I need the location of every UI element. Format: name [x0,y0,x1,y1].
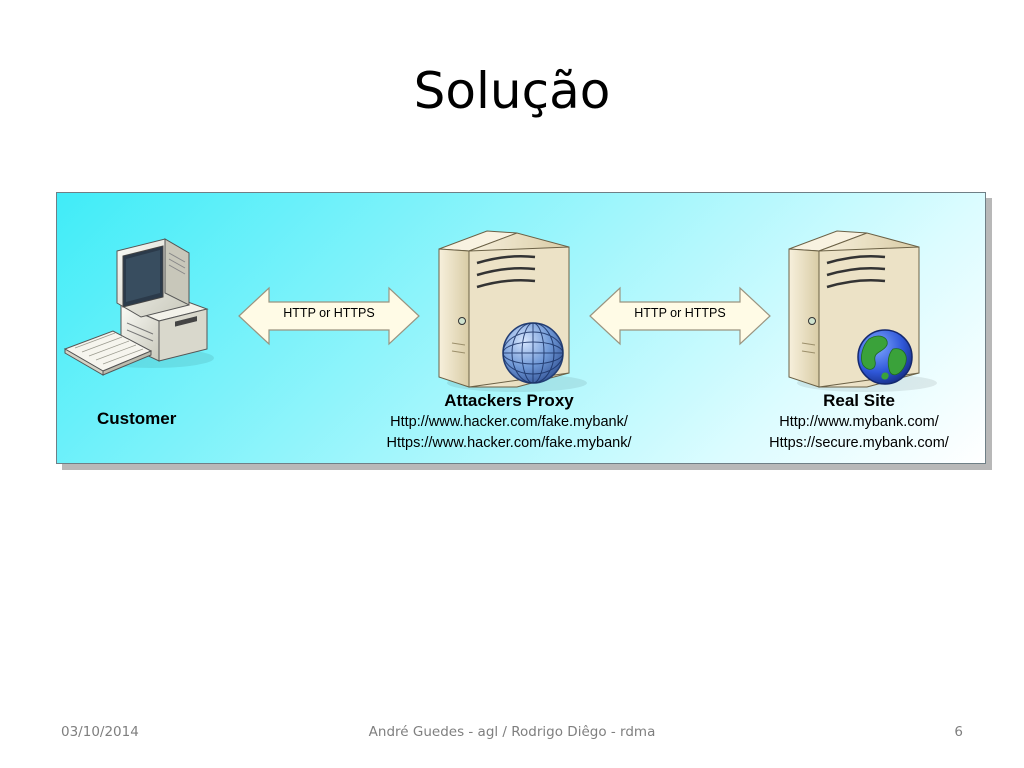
desktop-computer-icon [63,238,214,376]
proxy-https-url: Https://www.hacker.com/fake.mybank/ [386,435,632,451]
diagram-canvas [63,230,937,392]
arrow-1-label: HTTP or HTTPS [283,306,375,320]
server-with-earth-globe-icon [788,230,937,392]
arrow-2-label: HTTP or HTTPS [634,306,726,320]
footer-date: 03/10/2014 [61,724,139,740]
diagram-panel: Customer HTTP or HTTPS HTTP or HTTPS Att… [56,192,986,464]
proxy-title: Attackers Proxy [444,391,574,410]
bidirectional-arrow-1 [238,286,420,346]
proxy-http-url: Http://www.hacker.com/fake.mybank/ [390,414,628,430]
real-site-title: Real Site [823,391,895,410]
server-with-wireframe-globe-icon [438,230,587,392]
customer-label: Customer [97,409,177,428]
real-site-http-url: Http://www.mybank.com/ [779,414,939,430]
footer-authors: André Guedes - agl / Rodrigo Diêgo - rdm… [368,724,656,740]
real-site-https-url: Https://secure.mybank.com/ [769,435,949,451]
footer-page-number: 6 [954,724,963,740]
slide-title: Solução [413,62,611,120]
bidirectional-arrow-2 [589,286,771,346]
